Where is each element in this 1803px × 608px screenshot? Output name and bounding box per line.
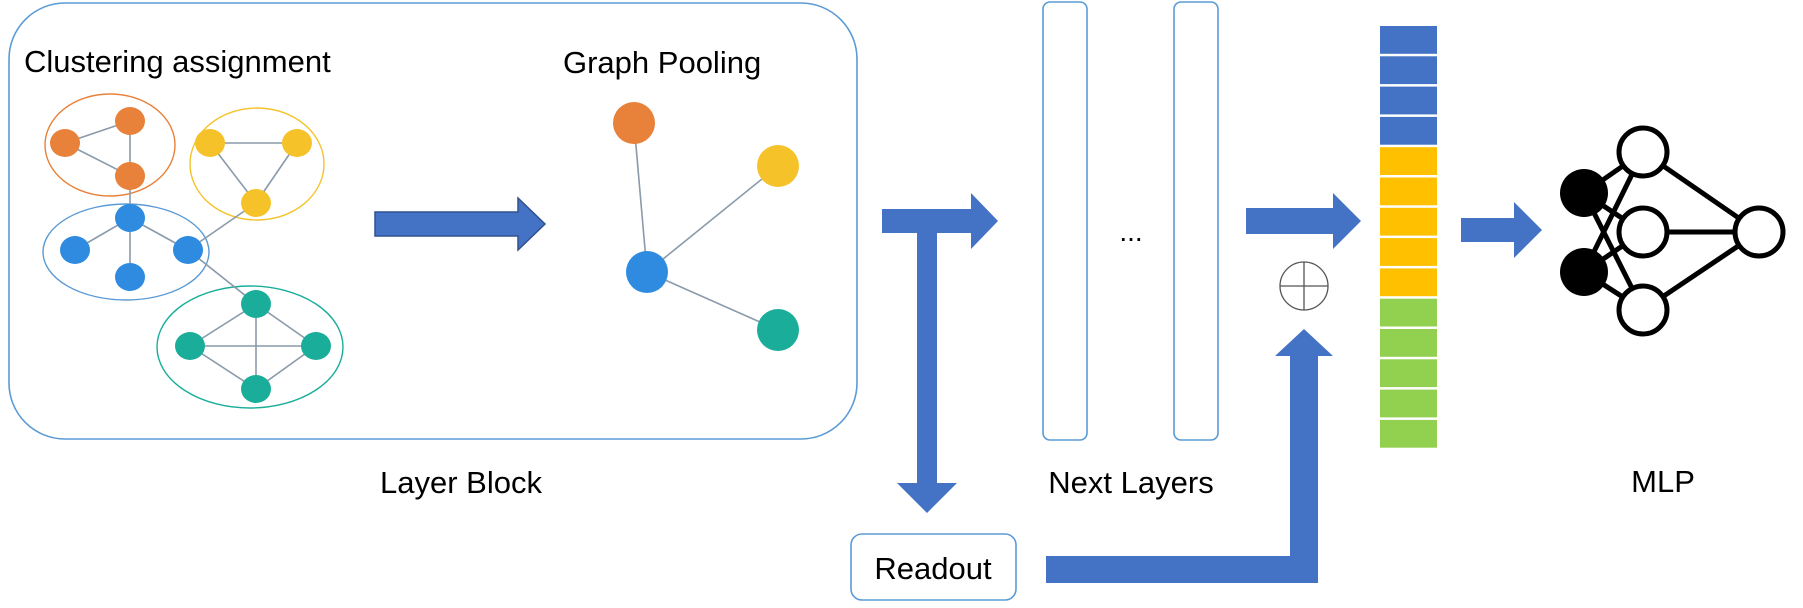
vector-cell-green bbox=[1380, 329, 1437, 357]
cluster-yellow bbox=[189, 107, 325, 221]
node-yellow-1 bbox=[195, 129, 225, 157]
block-output-tee-arrow bbox=[882, 193, 998, 513]
pooling-title: Graph Pooling bbox=[563, 45, 761, 80]
node-blue-4 bbox=[115, 263, 145, 291]
cluster-ellipses bbox=[42, 93, 344, 409]
vector-cell-green bbox=[1380, 419, 1437, 448]
mlp-label: MLP bbox=[1631, 464, 1695, 499]
node-teal-3 bbox=[301, 332, 331, 360]
clustering-nodes bbox=[50, 107, 331, 403]
mlp-hidden-node-1 bbox=[1616, 125, 1670, 179]
clustering-to-pooling-arrow bbox=[374, 196, 547, 252]
node-teal-2 bbox=[175, 332, 205, 360]
readout-to-concat-arrow bbox=[1046, 329, 1333, 583]
node-yellow-3 bbox=[241, 189, 271, 217]
neural-network-icon bbox=[1560, 125, 1786, 337]
clustering-title: Clustering assignment bbox=[24, 44, 331, 79]
node-teal-1 bbox=[241, 290, 271, 318]
circle-plus-icon bbox=[1279, 261, 1329, 311]
layers-to-vector-arrow bbox=[1246, 193, 1361, 249]
cluster-blue bbox=[42, 203, 210, 301]
vector-cell-green bbox=[1380, 298, 1437, 327]
node-blue-1 bbox=[115, 204, 145, 232]
vector-cell-blue bbox=[1380, 56, 1437, 85]
vector-cell-blue bbox=[1380, 26, 1437, 54]
layer-block-frame bbox=[8, 2, 858, 440]
mlp-output-node bbox=[1732, 205, 1786, 259]
pooled-graph-nodes bbox=[613, 102, 799, 351]
node-blue-3 bbox=[173, 236, 203, 264]
vector-cell-blue bbox=[1380, 116, 1437, 145]
next-layer-bar-1 bbox=[1042, 1, 1088, 441]
next-layers-ellipsis: ... bbox=[1119, 216, 1142, 247]
next-layer-bar-2 bbox=[1173, 1, 1219, 441]
mlp-hidden-node-2 bbox=[1616, 205, 1670, 259]
vector-cell-blue bbox=[1380, 86, 1437, 115]
node-orange-2 bbox=[50, 129, 80, 157]
node-blue-2 bbox=[60, 236, 90, 264]
vector-cell-yellow bbox=[1380, 268, 1437, 297]
pooled-node-teal bbox=[757, 309, 799, 351]
vector-cell-yellow bbox=[1380, 147, 1437, 175]
vector-cell-yellow bbox=[1380, 207, 1437, 236]
vector-cell-green bbox=[1380, 389, 1437, 418]
pooled-node-yellow bbox=[757, 145, 799, 187]
pooled-node-blue bbox=[626, 251, 668, 293]
vector-to-mlp-arrow bbox=[1461, 202, 1542, 258]
readout-label: Readout bbox=[874, 551, 992, 586]
vector-cell-yellow bbox=[1380, 177, 1437, 206]
mlp-input-node-2 bbox=[1560, 248, 1608, 296]
node-orange-3 bbox=[115, 162, 145, 190]
next-layers-label: Next Layers bbox=[1048, 465, 1213, 500]
mlp-input-node-1 bbox=[1560, 169, 1608, 217]
readout-box bbox=[850, 533, 1017, 601]
vector-cell-green bbox=[1380, 359, 1437, 388]
mlp-hidden-node-3 bbox=[1616, 283, 1670, 337]
feature-vector bbox=[1380, 26, 1437, 448]
cluster-orange bbox=[44, 93, 176, 197]
vector-cell-yellow bbox=[1380, 238, 1437, 266]
pooled-node-orange bbox=[613, 102, 655, 144]
pooled-graph-edges bbox=[633, 122, 779, 331]
node-teal-4 bbox=[241, 375, 271, 403]
cluster-teal bbox=[156, 285, 344, 409]
layer-block-label: Layer Block bbox=[380, 465, 542, 500]
node-yellow-2 bbox=[282, 129, 312, 157]
node-orange-1 bbox=[115, 107, 145, 135]
